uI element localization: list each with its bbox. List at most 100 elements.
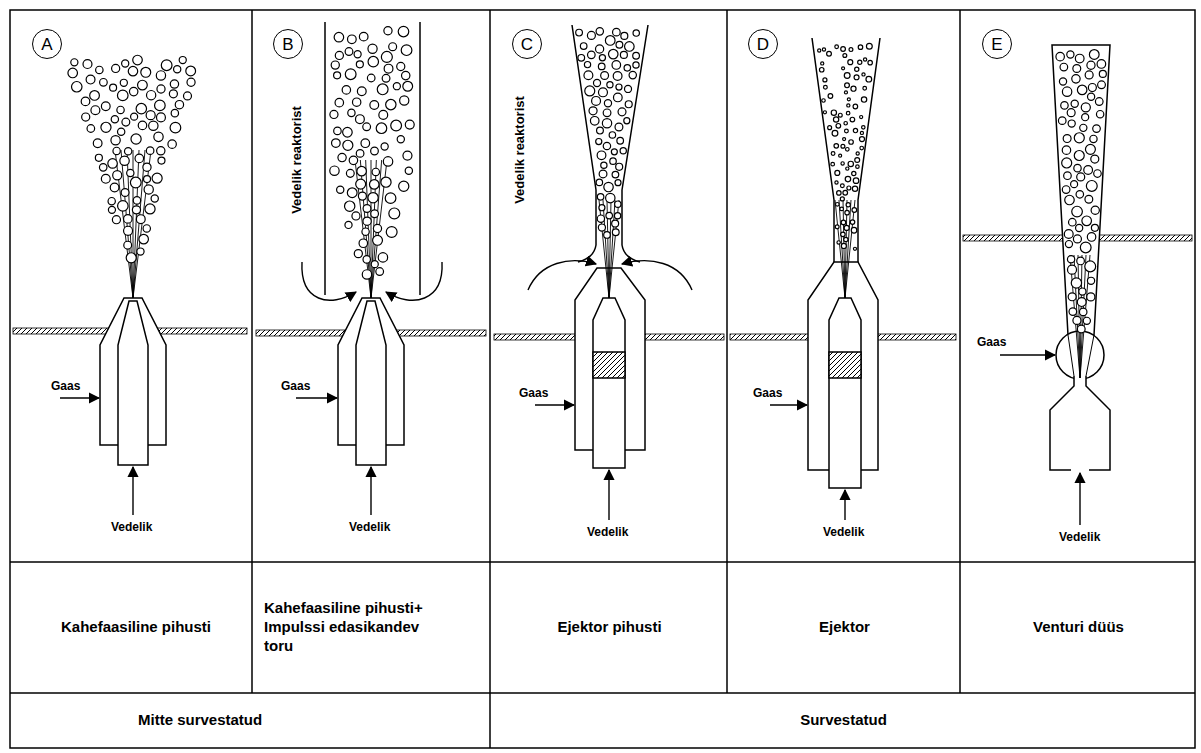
bubble (604, 182, 613, 191)
bubble (843, 138, 846, 141)
bubble (184, 92, 192, 100)
bubble (363, 205, 371, 213)
bubble (363, 256, 370, 263)
bubble (371, 261, 378, 268)
bubble (584, 71, 593, 80)
bubble (596, 138, 602, 144)
bubble (129, 87, 137, 95)
flow-label: Vedelik (1058, 530, 1101, 544)
table-cell: Venturi düüs (1033, 618, 1124, 637)
bubble (1076, 191, 1083, 198)
bubble (400, 96, 409, 105)
bubble (597, 194, 604, 201)
nozzle-b (419, 22, 421, 295)
bubble (161, 60, 172, 71)
panel-letter: C (521, 36, 533, 53)
bubble (841, 232, 846, 237)
group-cell: Mitte survestatud (138, 711, 262, 730)
bubble (620, 51, 627, 58)
bubble (590, 116, 599, 125)
bubble (346, 169, 354, 177)
bubble (331, 61, 339, 69)
bubble (856, 152, 859, 155)
bubble (855, 67, 859, 71)
bubble (621, 32, 628, 39)
bubble (1085, 195, 1093, 203)
nozzle-a (118, 301, 148, 465)
bubble (863, 86, 867, 90)
bubble (838, 113, 842, 117)
bubble (101, 102, 110, 111)
group-cell-box: Survestatud (490, 693, 1195, 748)
bubble (1056, 52, 1064, 60)
bubble (822, 48, 825, 51)
bubble (403, 81, 413, 91)
bubble (1085, 261, 1096, 272)
bubble (1068, 265, 1077, 274)
panel-letter: B (282, 36, 293, 53)
bubble (616, 41, 623, 48)
table-grid (10, 561, 1195, 563)
flow-arrows (302, 262, 356, 300)
panel-letter: A (41, 36, 52, 53)
bubble (101, 174, 110, 183)
bubble (612, 220, 619, 227)
bubble (597, 215, 604, 222)
table-cell-box: Ejektor pihusti (490, 562, 727, 693)
bubble (113, 147, 120, 154)
bubble (171, 109, 178, 116)
bubble (108, 159, 118, 169)
bubble (384, 64, 393, 73)
bubble (397, 136, 404, 143)
bubble (596, 179, 602, 185)
bubble (849, 140, 854, 145)
table-grid (726, 10, 728, 693)
bubble (1082, 216, 1092, 226)
bubble (615, 123, 623, 131)
flow-label: Vedelik reaktorist (289, 104, 304, 216)
bubble (1067, 109, 1075, 117)
bubble (112, 216, 120, 224)
flow-arrows (370, 467, 371, 515)
bubble (343, 140, 353, 150)
bubble (1099, 70, 1106, 77)
bubble (1086, 181, 1097, 192)
bubble (847, 98, 850, 101)
bubble (609, 49, 619, 59)
bubble (844, 91, 847, 94)
bubble (1067, 51, 1074, 58)
bubble (835, 170, 840, 175)
bubble (369, 180, 379, 190)
bubble (823, 111, 826, 114)
bubble (833, 117, 838, 122)
bubble (338, 153, 346, 161)
bubble (633, 52, 640, 59)
bubble (848, 60, 853, 65)
bubble (841, 243, 846, 248)
flow-label: Vedelik (110, 520, 153, 534)
bubble (389, 43, 397, 51)
bubble (837, 191, 841, 195)
bubble (124, 215, 133, 224)
bubble (1074, 133, 1084, 143)
bubble (844, 225, 849, 230)
bubble (828, 126, 832, 130)
bubble (131, 113, 138, 120)
flow-label: Gaas (280, 379, 311, 393)
bubble (345, 48, 353, 56)
bubble (144, 176, 151, 183)
bubble (135, 154, 144, 163)
bubble (603, 142, 610, 149)
flow-arrows (535, 404, 574, 405)
bubble (157, 147, 165, 155)
bubble (398, 26, 409, 37)
bubble (349, 156, 357, 164)
bubble (1077, 298, 1086, 307)
bubble (851, 227, 857, 233)
table-grid (251, 10, 253, 693)
bubble (146, 147, 154, 155)
bubble (841, 144, 845, 148)
letter-circle: E (982, 29, 1012, 59)
flow-arrows (1000, 354, 1055, 355)
